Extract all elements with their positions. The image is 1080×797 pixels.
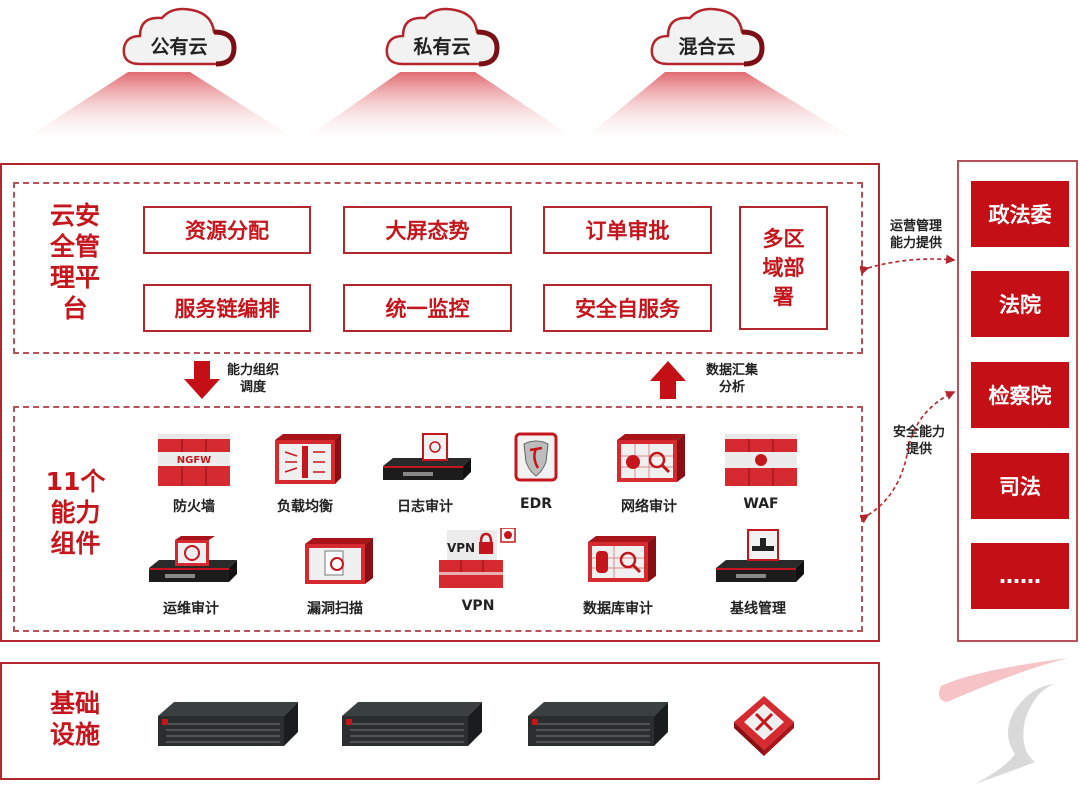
title-line: 台: [62, 294, 88, 323]
component-load-balancer[interactable]: 负载均衡: [250, 432, 360, 516]
infrastructure-title: 基础 设施: [40, 688, 110, 750]
beam-hybrid: [580, 72, 860, 142]
infrastructure-box: [0, 662, 880, 780]
database-audit-icon: [588, 536, 656, 582]
cloud-hybrid: 混合云: [648, 0, 778, 80]
component-label: 日志审计: [397, 499, 453, 515]
org-judicial[interactable]: 司法: [971, 453, 1069, 519]
component-vpn[interactable]: VPN VPN: [423, 527, 533, 614]
component-label: VPN: [461, 598, 495, 614]
svg-text:NGFW: NGFW: [177, 455, 211, 466]
flow-label-line: 调度: [239, 380, 266, 395]
org-political-legal-committee[interactable]: 政法委: [971, 181, 1069, 247]
func-multi-region[interactable]: 多区 域部 署: [739, 206, 828, 330]
vulnerability-scan-icon: [305, 538, 373, 584]
component-label: 防火墙: [173, 499, 215, 515]
title-line: 11个: [45, 467, 106, 496]
component-label: WAF: [743, 496, 779, 512]
flow-label-line: 数据汇集: [705, 363, 758, 378]
title-line: 能力: [50, 498, 101, 527]
title-line: 设施: [49, 720, 100, 749]
component-label: EDR: [520, 496, 552, 512]
cloud-icon: [385, 7, 500, 67]
connector-arrows: [860, 254, 956, 524]
firewall-ngfw-icon: NGFW: [158, 434, 230, 486]
server-icon: [158, 702, 298, 746]
cloud-beams: [20, 72, 860, 142]
org-procuratorate[interactable]: 检察院: [971, 362, 1069, 428]
component-ops-audit[interactable]: 运维审计: [136, 534, 246, 618]
flow-down-label: 能力组织 调度: [218, 362, 288, 396]
func-big-screen[interactable]: 大屏态势: [343, 206, 512, 254]
svg-text:VPN: VPN: [447, 541, 475, 555]
security-link-arrow: [860, 391, 956, 524]
cloud-label: 混合云: [678, 36, 736, 58]
components-title: 11个 能力 组件: [38, 466, 113, 559]
baseline-management-icon: [716, 529, 804, 582]
waf-icon: [725, 434, 797, 486]
flow-label-line: 能力组织: [226, 363, 279, 378]
network-audit-icon: [617, 434, 685, 482]
log-audit-icon: [383, 433, 471, 480]
vpn-icon: VPN: [439, 527, 516, 588]
brand-watermark-icon: [939, 658, 1069, 784]
component-label: 基线管理: [730, 601, 786, 617]
component-database-audit[interactable]: 数据库审计: [563, 534, 673, 618]
edr-shield-icon: [514, 432, 558, 482]
cloud-icon: [650, 7, 765, 67]
side-label-line: 能力提供: [889, 236, 942, 251]
cloud-label: 公有云: [150, 36, 208, 58]
arrow-up-icon: [650, 361, 686, 399]
title-line: 基础: [49, 689, 100, 718]
component-label: 网络审计: [621, 499, 677, 515]
cloud-icon: [122, 7, 237, 67]
component-vulnerability-scan[interactable]: 漏洞扫描: [280, 534, 390, 618]
organizations-box: [957, 160, 1078, 642]
multi-region-line: 域部: [762, 255, 805, 280]
component-waf[interactable]: WAF: [706, 432, 816, 512]
org-court[interactable]: 法院: [971, 271, 1069, 337]
arrow-down-icon: [184, 361, 220, 399]
title-line: 全管: [49, 232, 100, 261]
ops-audit-icon: [149, 536, 237, 582]
component-firewall[interactable]: NGFW 防火墙: [139, 432, 249, 516]
ops-link-arrow: [860, 254, 956, 275]
cloud-label: 私有云: [413, 36, 471, 58]
component-log-audit[interactable]: 日志审计: [370, 432, 480, 516]
cloud-private: 私有云: [383, 0, 513, 80]
title-line: 理平: [49, 263, 100, 292]
server-icon: [528, 702, 668, 746]
flow-up-label: 数据汇集 分析: [692, 362, 772, 396]
component-network-audit[interactable]: 网络审计: [594, 432, 704, 516]
func-service-chain[interactable]: 服务链编排: [143, 284, 311, 332]
func-unified-monitoring[interactable]: 统一监控: [343, 284, 512, 332]
component-baseline-management[interactable]: 基线管理: [703, 528, 813, 618]
multi-region-line: 多区: [762, 226, 805, 251]
component-label: 运维审计: [163, 601, 219, 617]
func-resource-allocation[interactable]: 资源分配: [143, 206, 311, 254]
org-more[interactable]: ……: [971, 543, 1069, 609]
beam-private: [300, 72, 580, 142]
cloud-public: 公有云: [120, 0, 250, 80]
platform-title: 云安 全管 理平 台: [40, 200, 110, 324]
server-icon: [342, 702, 482, 746]
flow-label-line: 分析: [718, 380, 745, 395]
multi-region-line: 署: [773, 284, 794, 309]
load-balancer-icon: [275, 434, 341, 484]
component-label: 负载均衡: [277, 499, 333, 515]
title-line: 云安: [49, 201, 100, 230]
func-order-approval[interactable]: 订单审批: [543, 206, 712, 254]
router-switch-icon: [734, 696, 794, 756]
side-label-line: 运营管理: [889, 219, 942, 234]
title-line: 组件: [50, 529, 101, 558]
func-security-self-service[interactable]: 安全自服务: [543, 284, 712, 332]
component-label: 漏洞扫描: [307, 601, 363, 617]
component-edr[interactable]: EDR: [481, 432, 591, 512]
component-label: 数据库审计: [583, 601, 653, 617]
ops-capability-label: 运营管理 能力提供: [880, 218, 952, 252]
beam-public: [20, 72, 300, 142]
